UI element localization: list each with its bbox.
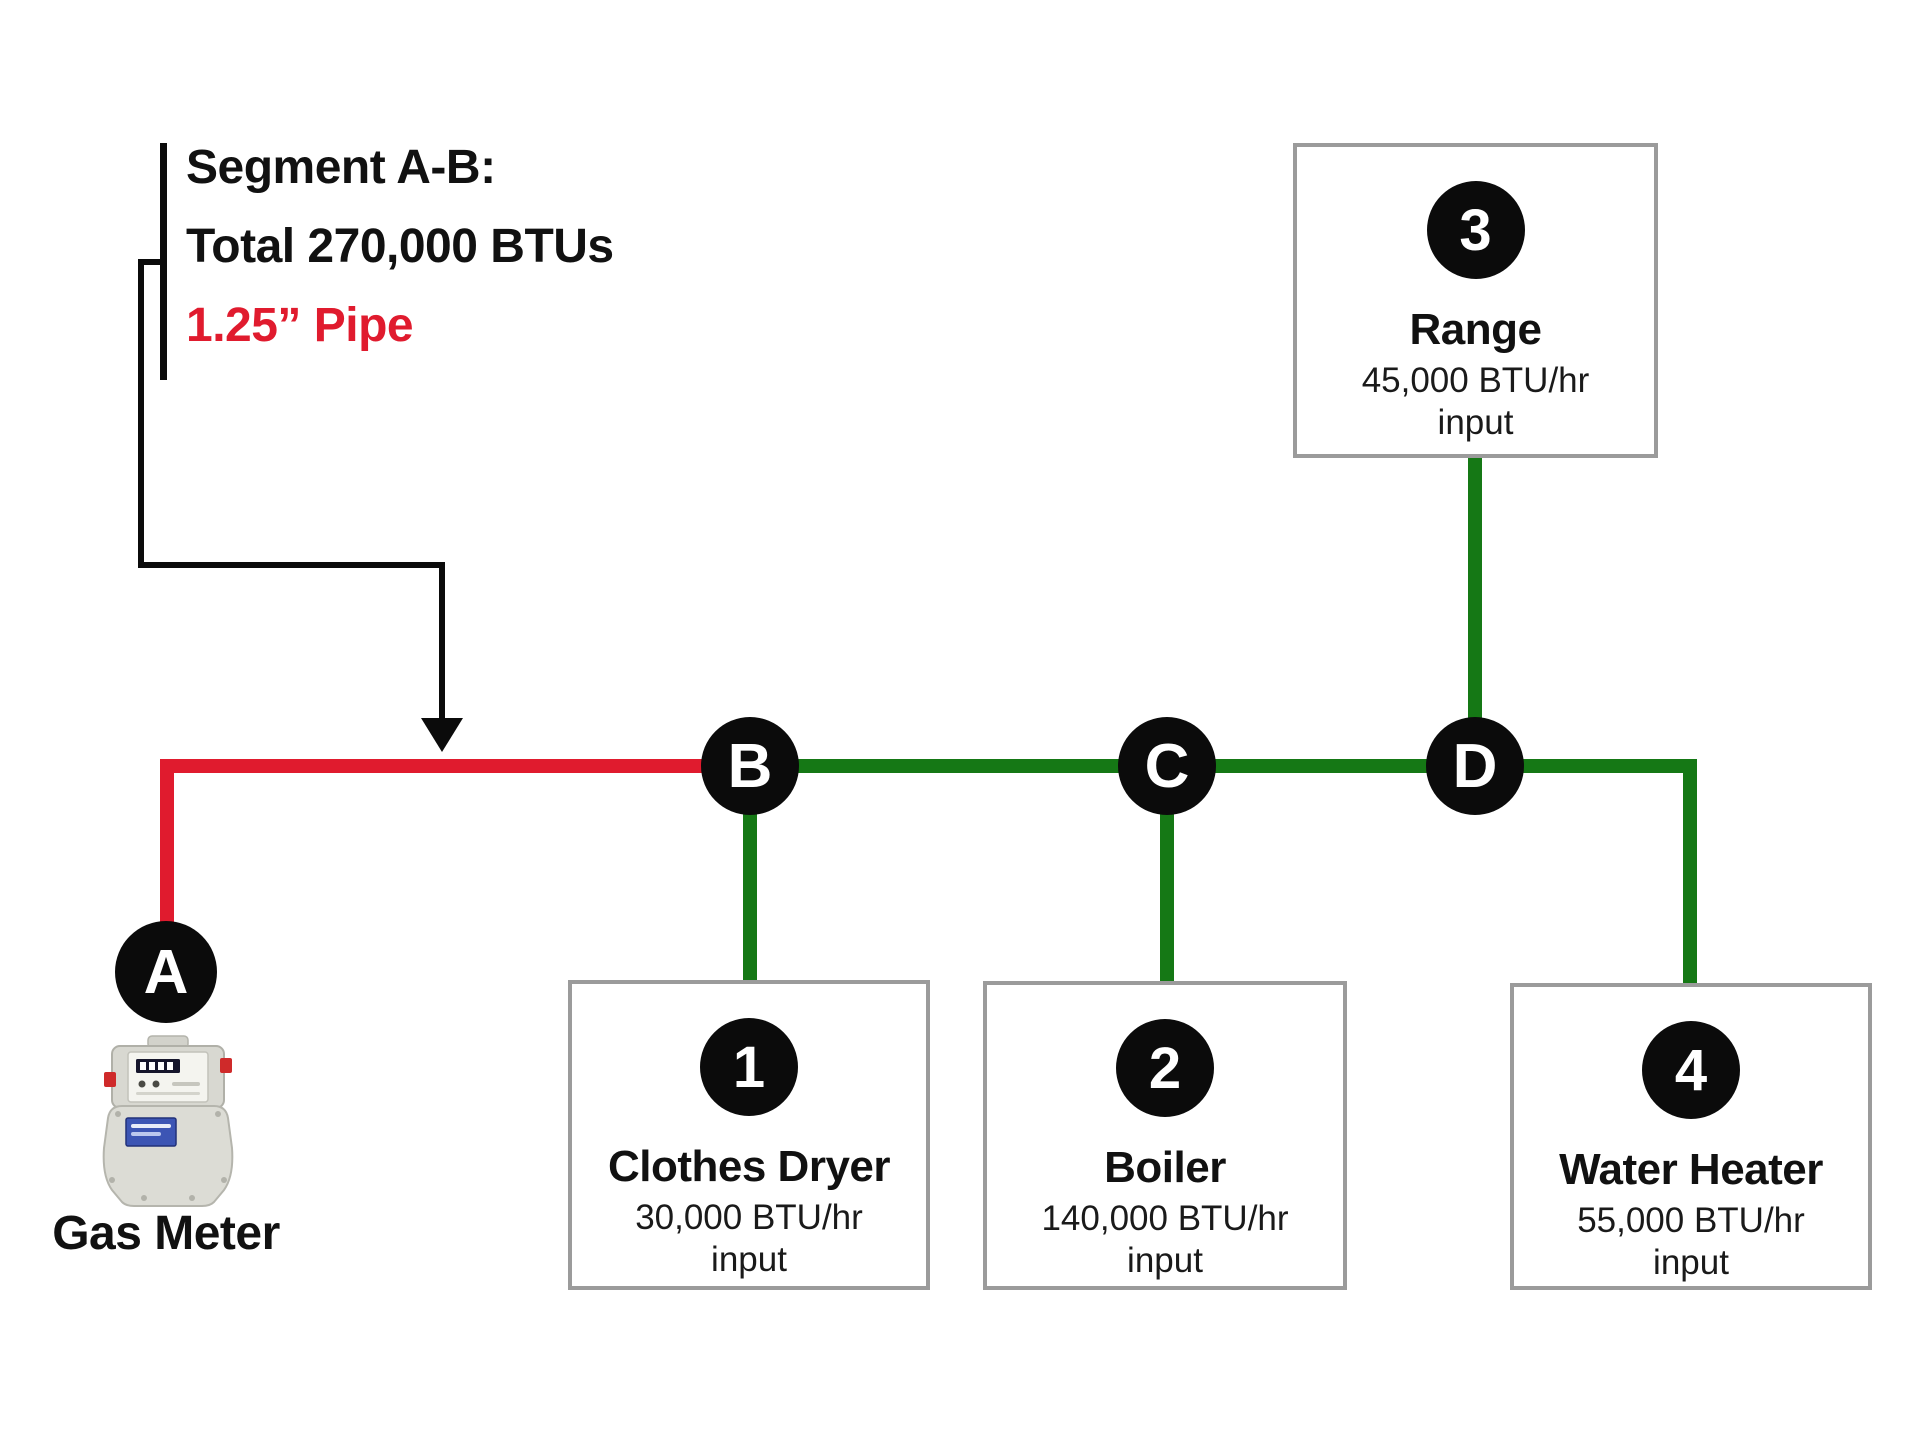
segment-annotation-pipe-size: 1.25” Pipe [186, 299, 414, 352]
gas-meter-valve-left [104, 1072, 116, 1087]
node-d-label: D [1452, 731, 1498, 801]
annotation-arrow-line [138, 259, 445, 720]
gas-meter-valve-right [220, 1058, 232, 1073]
appliance-box-water-heater: 4 Water Heater 55,000 BTU/hr input [1510, 983, 1872, 1290]
appliance-btu-rating: 45,000 BTU/hr [1361, 361, 1590, 400]
gas-meter-dial [138, 1080, 146, 1088]
appliance-number-badge: 4 [1642, 1021, 1740, 1119]
pipe-green-b-to-d-to-water-heater [750, 759, 1697, 983]
node-c: C [1118, 717, 1216, 815]
gas-meter-image [102, 1035, 234, 1207]
appliance-number-label: 2 [1148, 1035, 1182, 1101]
node-a: A [115, 921, 217, 1023]
gas-meter-label: Gas Meter [52, 1207, 280, 1260]
appliance-input-label: input [711, 1240, 787, 1279]
appliance-name: Water Heater [1559, 1145, 1823, 1194]
node-a-label: A [143, 937, 189, 1007]
appliance-btu-rating: 55,000 BTU/hr [1577, 1201, 1805, 1240]
appliance-number-label: 1 [732, 1034, 766, 1100]
gas-meter-dial [152, 1080, 160, 1088]
appliance-input-label: input [1437, 403, 1514, 442]
node-b: B [701, 717, 799, 815]
node-b-label: B [727, 731, 773, 801]
segment-annotation: Segment A-B: Total 270,000 BTUs 1.25” Pi… [186, 128, 614, 365]
appliance-name: Range [1409, 305, 1542, 354]
node-d: D [1426, 717, 1524, 815]
appliance-number-label: 4 [1674, 1037, 1708, 1103]
appliance-input-label: input [1653, 1243, 1729, 1282]
appliance-number-badge: 3 [1426, 181, 1525, 279]
annotation-arrowhead-icon [421, 718, 463, 752]
appliance-name: Boiler [1104, 1143, 1226, 1192]
appliance-btu-rating: 30,000 BTU/hr [635, 1198, 863, 1237]
appliance-btu-rating: 140,000 BTU/hr [1041, 1199, 1289, 1238]
appliance-box-boiler: 2 Boiler 140,000 BTU/hr input [983, 981, 1347, 1290]
segment-annotation-title: Segment A-B: [186, 141, 496, 194]
appliance-input-label: input [1127, 1241, 1203, 1280]
segment-annotation-total: Total 270,000 BTUs [186, 220, 614, 273]
node-c-label: C [1144, 731, 1190, 801]
appliance-number-badge: 1 [700, 1018, 798, 1116]
appliance-box-clothes-dryer: 1 Clothes Dryer 30,000 BTU/hr input [568, 980, 930, 1290]
appliance-box-range: 3 Range 45,000 BTU/hr input [1293, 143, 1658, 458]
appliance-name: Clothes Dryer [607, 1142, 891, 1191]
appliance-number-label: 3 [1459, 197, 1492, 263]
appliance-number-badge: 2 [1116, 1019, 1214, 1117]
pipe-red-segment-a-b [160, 759, 750, 922]
